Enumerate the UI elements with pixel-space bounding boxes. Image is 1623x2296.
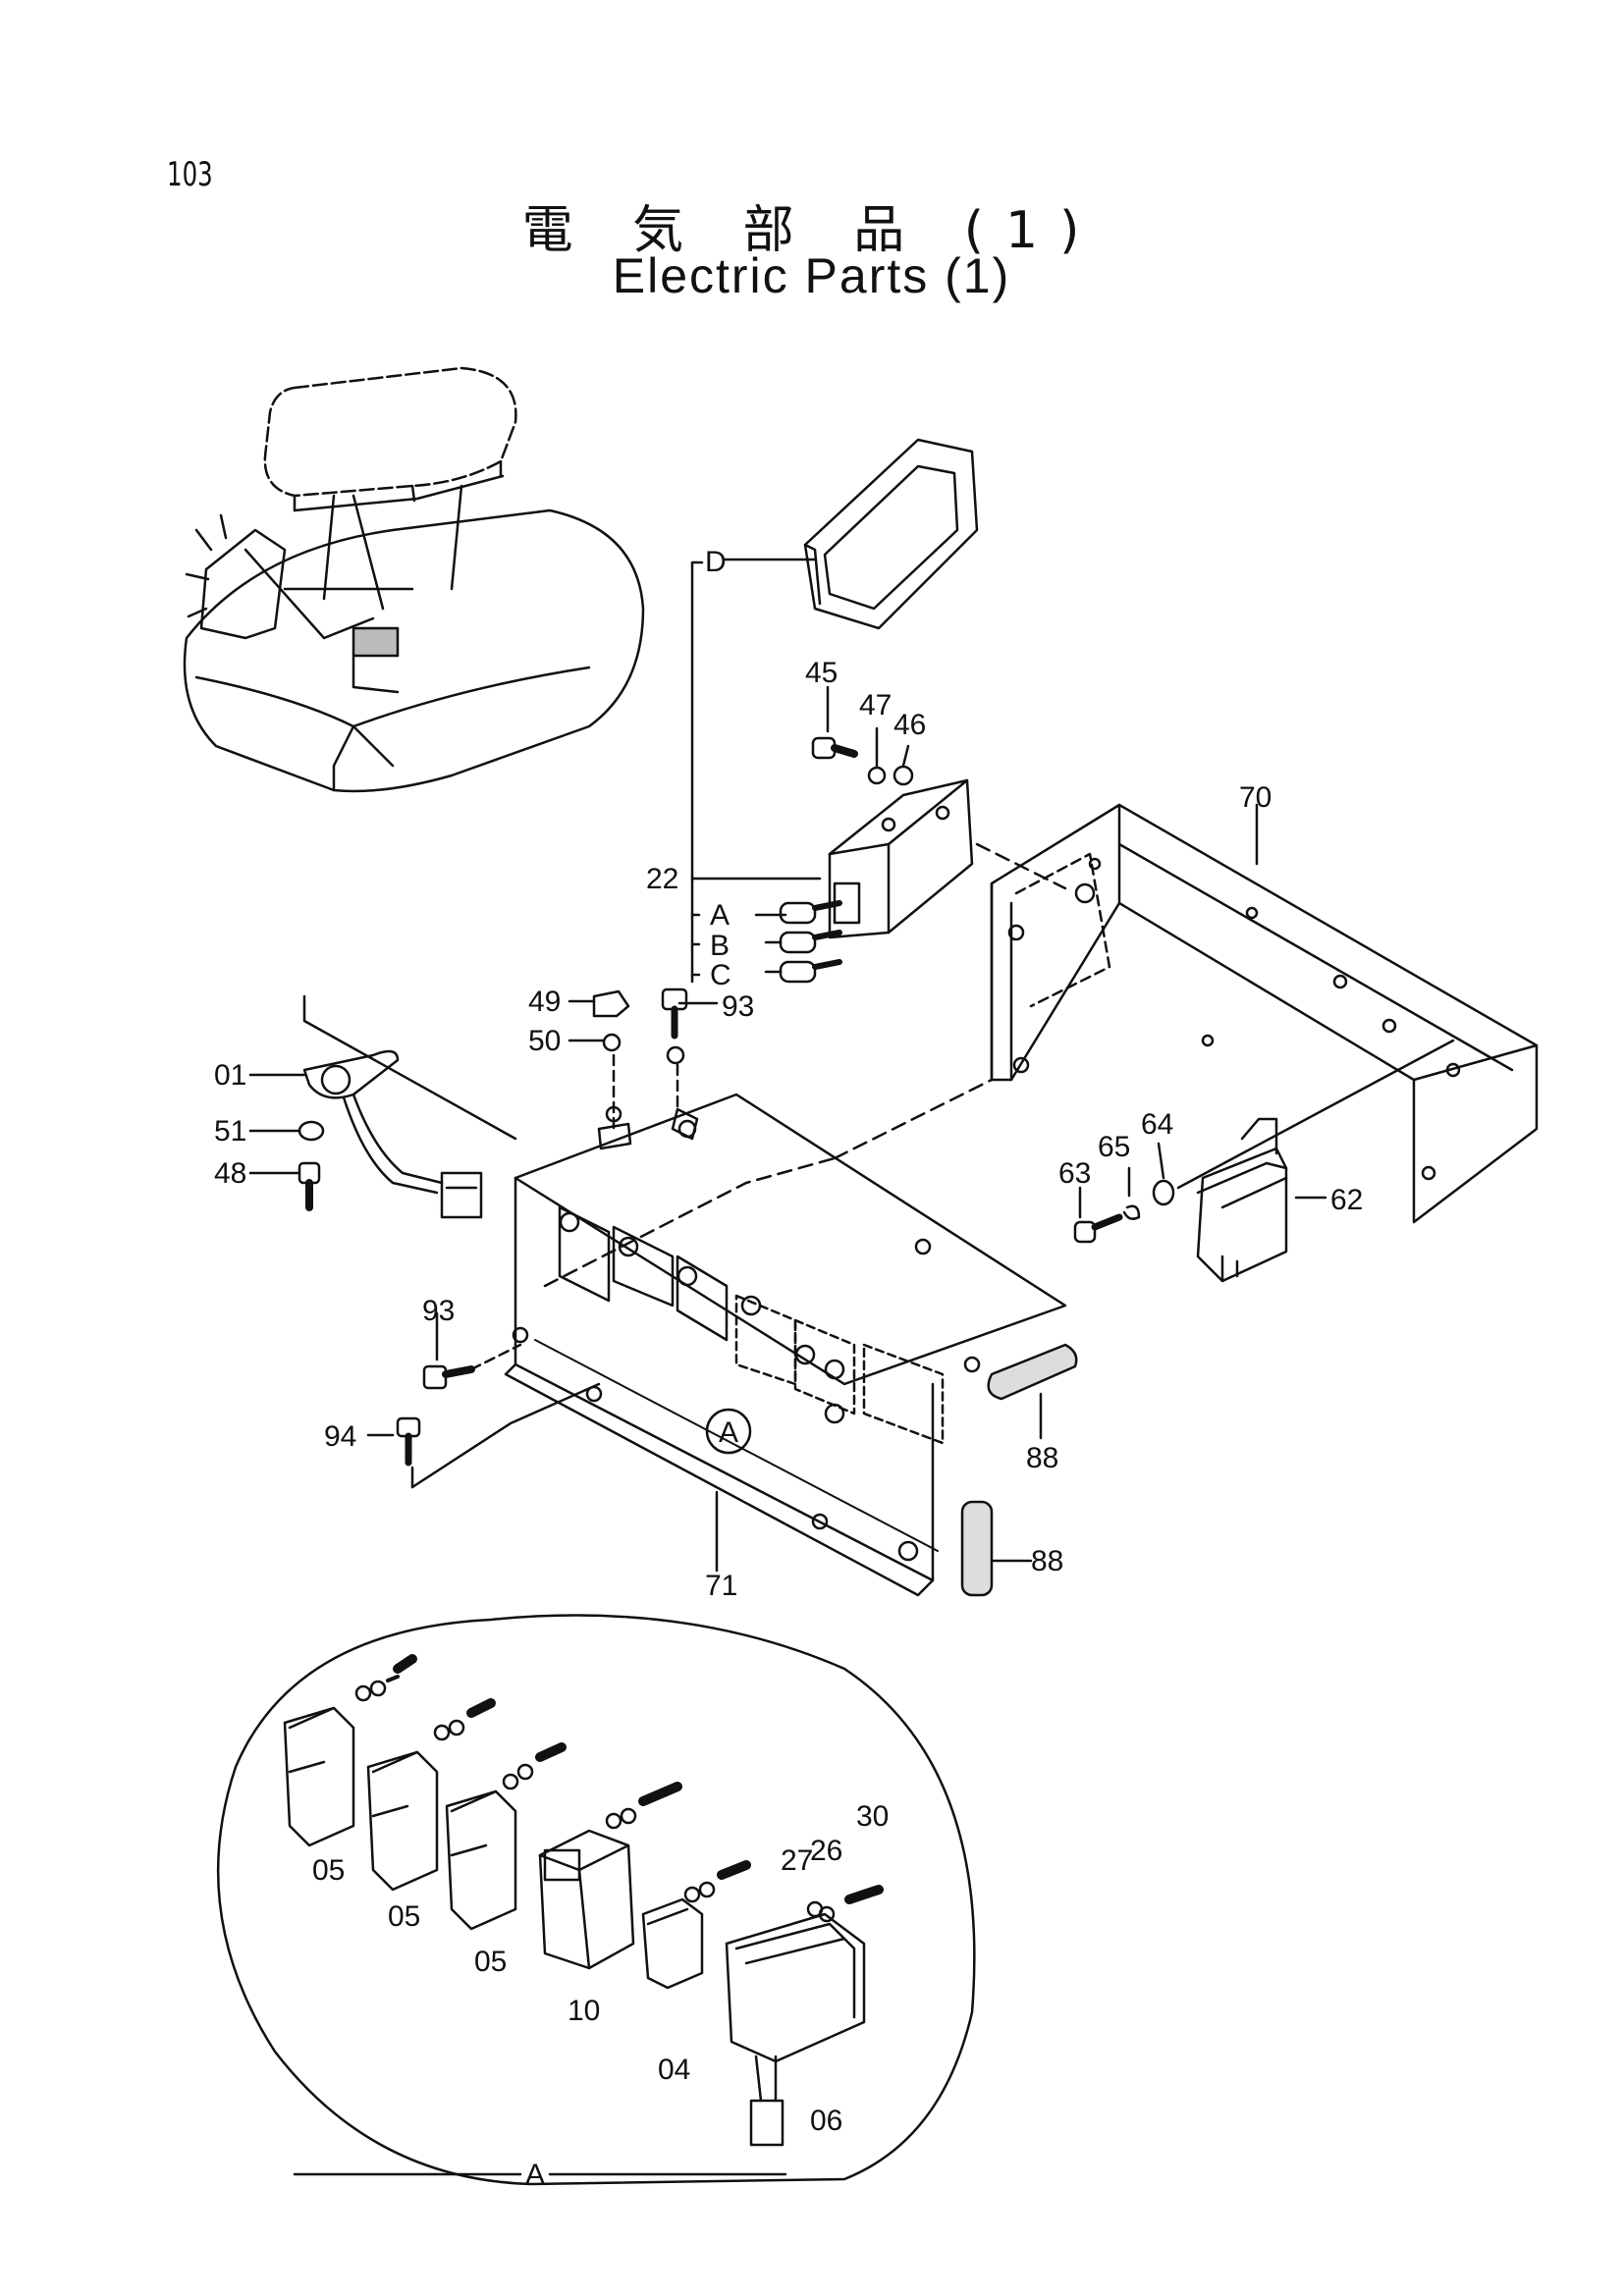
callout-64: 64 xyxy=(1141,1108,1173,1141)
panel-leaders xyxy=(410,1382,719,1573)
callout-63: 63 xyxy=(1058,1157,1091,1190)
callout-27: 27 xyxy=(781,1844,813,1877)
bolt-93-94-left xyxy=(366,1311,522,1467)
callout-01: 01 xyxy=(214,1059,246,1092)
variant-label-c: C xyxy=(710,959,731,991)
panel-guide-line xyxy=(833,1078,994,1160)
detail-a-marker: A A xyxy=(525,1408,752,2191)
detail-a-outline xyxy=(216,1614,976,2186)
variant-label-a: A xyxy=(710,899,730,932)
callout-05-third: 05 xyxy=(474,1946,507,1978)
relay-part-62 xyxy=(1196,1117,1288,1283)
controller-part-22 xyxy=(828,778,974,939)
callout-46: 46 xyxy=(893,709,926,741)
callout-94: 94 xyxy=(324,1420,356,1453)
callout-47: 47 xyxy=(859,689,892,721)
rubber-part-88 xyxy=(960,1343,1078,1597)
cover-part-d xyxy=(803,438,979,630)
callout-70: 70 xyxy=(1239,781,1271,814)
callout-93-top: 93 xyxy=(722,990,754,1023)
variant-label-b: B xyxy=(710,930,730,962)
callout-88-lower: 88 xyxy=(1031,1545,1063,1577)
variant-label-d: D xyxy=(705,546,727,578)
relay-guide-line xyxy=(1176,1039,1455,1190)
page-number: 103 xyxy=(167,155,213,194)
callout-71: 71 xyxy=(705,1570,737,1602)
bracket-line-d xyxy=(690,561,704,984)
washer-51-bolt-48 xyxy=(298,1120,325,1211)
detail-a-label: A xyxy=(525,2159,545,2191)
detail-a-parts xyxy=(283,1654,884,2147)
tray-part-70 xyxy=(990,803,1539,1224)
callout-51: 51 xyxy=(214,1115,246,1148)
callout-88-upper: 88 xyxy=(1026,1442,1058,1474)
callout-leaders xyxy=(248,803,1327,1200)
screws-abc xyxy=(690,900,842,984)
variant-labels: D A B C xyxy=(705,546,731,991)
callout-05-first: 05 xyxy=(312,1854,345,1887)
callout-26: 26 xyxy=(810,1835,842,1867)
callout-22: 22 xyxy=(646,863,678,895)
callout-labels: 01 51 48 49 50 93 22 45 47 46 70 64 65 6… xyxy=(214,657,1363,2137)
callout-65: 65 xyxy=(1098,1131,1130,1163)
screw-set-63-65-64 xyxy=(1073,1142,1175,1244)
callout-48: 48 xyxy=(214,1157,246,1190)
callout-45: 45 xyxy=(805,657,838,689)
screw-set-45-47-46 xyxy=(811,685,914,786)
callout-93-left: 93 xyxy=(422,1295,455,1327)
callout-10: 10 xyxy=(568,1995,600,2027)
nut-49-washer-50-bolt-93 xyxy=(592,988,699,1150)
tray-guide-line xyxy=(975,842,1067,890)
callout-06: 06 xyxy=(810,2105,842,2137)
detail-a-marker-label: A xyxy=(719,1416,738,1449)
page-title-english: Electric Parts (1) xyxy=(612,248,1011,303)
callout-04: 04 xyxy=(658,2054,690,2086)
callout-30: 30 xyxy=(856,1800,889,1833)
sensor-part-01 xyxy=(302,1049,483,1219)
sensor-guide-line xyxy=(302,994,517,1141)
machine-overview-illustration xyxy=(183,366,645,793)
callout-05-second: 05 xyxy=(388,1900,420,1933)
callout-49: 49 xyxy=(528,986,561,1018)
callout-62: 62 xyxy=(1330,1184,1363,1216)
callout-50: 50 xyxy=(528,1025,561,1057)
page-title-japanese: 電 気 部 品 (1) xyxy=(521,201,1102,260)
